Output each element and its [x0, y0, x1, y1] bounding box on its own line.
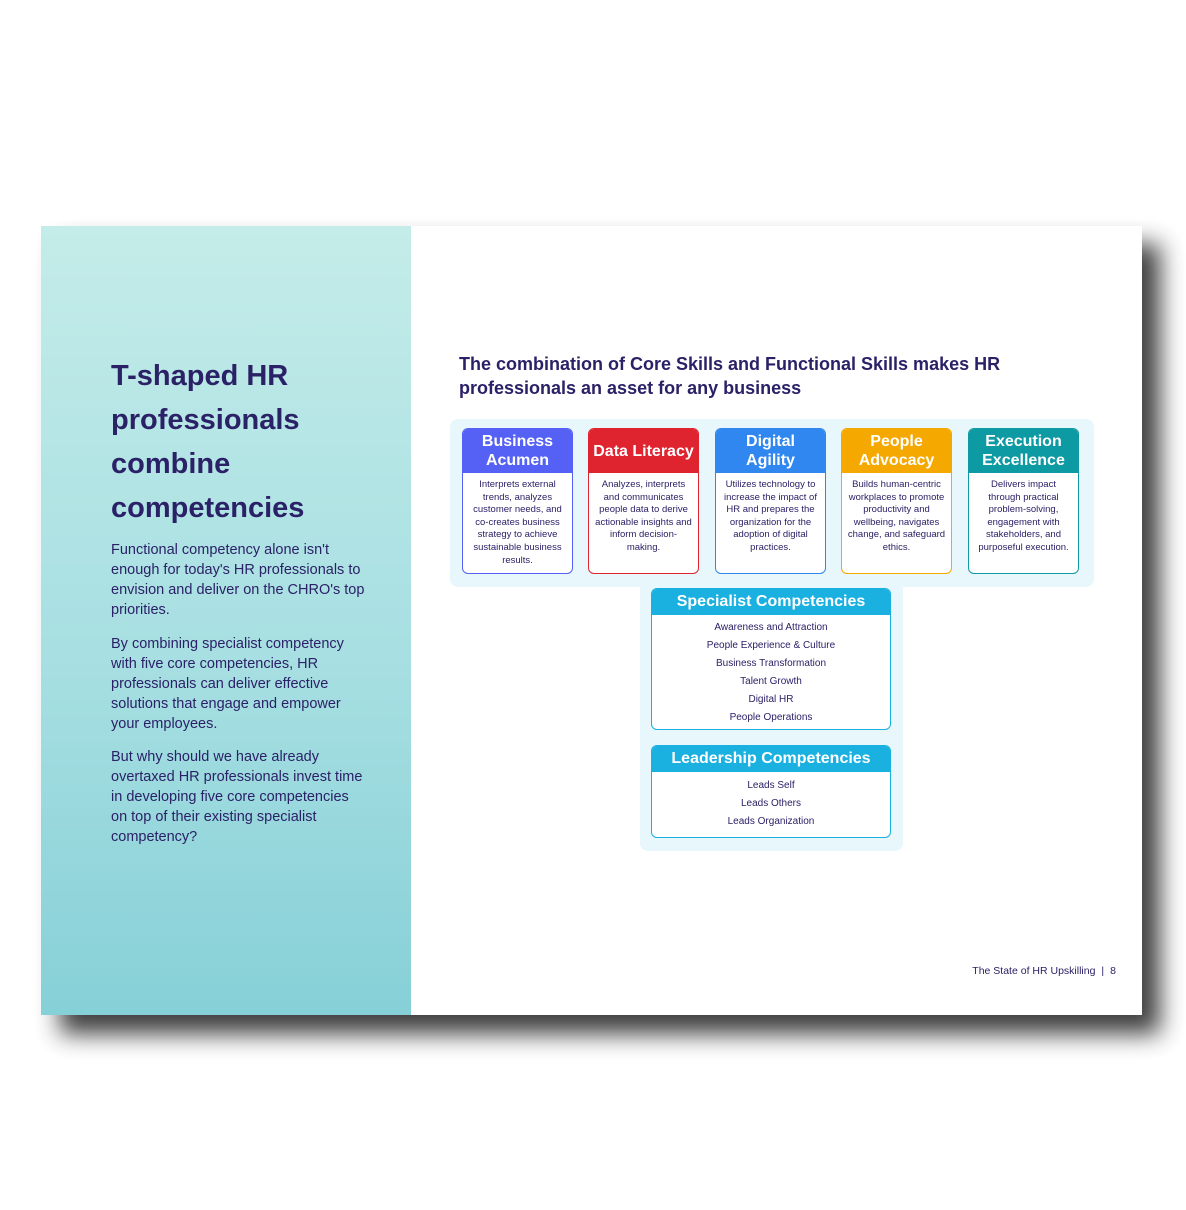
- competency-description: Delivers impact through practical proble…: [978, 479, 1069, 553]
- competency-card-people-advocacy: People Advocacy Builds human-centric wor…: [841, 428, 952, 574]
- competency-card-data-literacy: Data Literacy Analyzes, interprets and c…: [588, 428, 699, 574]
- competency-title: People Advocacy: [842, 429, 951, 473]
- competency-card-business-acumen: Business Acumen Interprets external tren…: [462, 428, 573, 574]
- page-headline: T-shaped HR professionals combine compet…: [111, 360, 305, 524]
- footer-separator: |: [1101, 965, 1105, 977]
- list-item: Digital HR: [748, 694, 794, 705]
- list-item: Leads Organization: [727, 816, 815, 827]
- question-paragraph: But why should we have already overtaxed…: [111, 749, 363, 845]
- leadership-competencies-list: Leads Self Leads Others Leads Organizati…: [652, 772, 890, 831]
- intro-paragraph: Functional competency alone isn't enough…: [111, 542, 365, 618]
- left-panel: T-shaped HR professionals combine compet…: [41, 226, 411, 1015]
- competency-description: Interprets external trends, analyzes cus…: [473, 479, 562, 566]
- diagram-title: The combination of Core Skills and Funct…: [459, 354, 1001, 398]
- competency-description: Utilizes technology to increase the impa…: [724, 479, 817, 553]
- competency-card-execution-excellence: Execution Excellence Delivers impact thr…: [968, 428, 1079, 574]
- report-page: T-shaped HR professionals combine compet…: [41, 226, 1142, 1015]
- competency-card-digital-agility: Digital Agility Utilizes technology to i…: [715, 428, 826, 574]
- body-paragraph: By combining specialist competency with …: [111, 636, 344, 732]
- leadership-competencies-box: Leadership Competencies Leads Self Leads…: [651, 745, 891, 838]
- page-number: 8: [1110, 965, 1116, 977]
- list-item: People Operations: [729, 712, 813, 723]
- competency-description: Analyzes, interprets and communicates pe…: [595, 479, 692, 553]
- publication-name: The State of HR Upskilling: [972, 965, 1096, 977]
- competency-title: Data Literacy: [589, 429, 698, 473]
- list-item: People Experience & Culture: [706, 640, 836, 651]
- specialist-competencies-title: Specialist Competencies: [652, 589, 890, 615]
- list-item: Business Transformation: [715, 658, 827, 669]
- specialist-competencies-list: Awareness and Attraction People Experien…: [652, 615, 890, 727]
- competency-title: Execution Excellence: [969, 429, 1078, 473]
- list-item: Awareness and Attraction: [714, 622, 828, 633]
- list-item: Leads Others: [740, 798, 802, 809]
- competency-title: Business Acumen: [463, 429, 572, 473]
- leadership-competencies-title: Leadership Competencies: [652, 746, 890, 772]
- competency-description: Builds human-centric workplaces to promo…: [847, 479, 946, 553]
- page-footer: The State of HR Upskilling | 8: [972, 965, 1116, 977]
- specialist-competencies-box: Specialist Competencies Awareness and At…: [651, 588, 891, 730]
- competency-title: Digital Agility: [716, 429, 825, 473]
- list-item: Talent Growth: [740, 676, 802, 687]
- list-item: Leads Self: [747, 780, 795, 791]
